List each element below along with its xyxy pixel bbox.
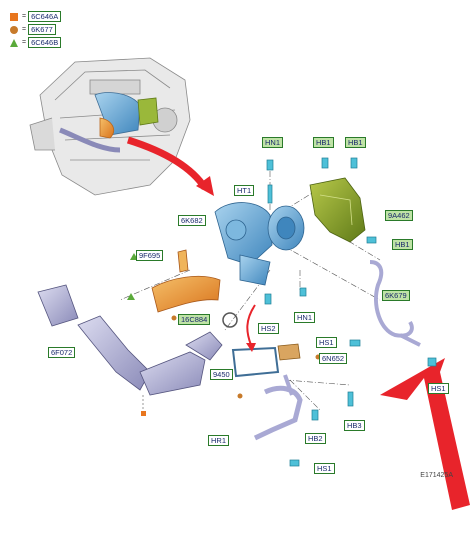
gasket-9450 — [231, 346, 280, 378]
oil-feed-pipe-6k679 — [369, 260, 414, 338]
callout-16c884: 16C884 — [178, 314, 211, 325]
engine-overview — [29, 57, 191, 196]
square-icon — [10, 12, 18, 21]
callout-9f695: 9F695 — [136, 250, 164, 261]
callout-hn1: HN1 — [294, 312, 316, 323]
callout-6f072: 6F072 — [48, 347, 76, 358]
callout-hn1: HN1 — [262, 137, 284, 148]
turbocharger-6k682 — [214, 202, 305, 286]
callout-9450: 9450 — [210, 369, 233, 380]
callout-9a462: 9A462 — [385, 210, 413, 221]
legend-code: 6K677 — [28, 24, 56, 35]
callout-hs1: HS1 — [316, 337, 337, 348]
callout-6n652: 6N652 — [319, 353, 348, 364]
figure-reference: E171425A — [420, 472, 453, 479]
callout-hb1: HB1 — [392, 239, 413, 250]
downpipe-6f072 — [37, 284, 223, 396]
triangle-marker-icon — [127, 293, 135, 300]
legend-row-triangle: = 6C646B — [10, 36, 62, 49]
square-marker-icon — [141, 411, 146, 416]
fasteners — [264, 157, 437, 467]
callout-hb1: HB1 — [313, 137, 334, 148]
red-pointer-arrow — [126, 136, 208, 191]
clamp-16c884 — [222, 312, 238, 328]
small-red-arrow — [246, 304, 256, 346]
callout-6k679: 6K679 — [382, 290, 410, 301]
heat-shield-9a462 — [309, 177, 366, 243]
triangle-icon — [10, 38, 18, 47]
callout-6k682: 6K682 — [178, 215, 206, 226]
red-arrow-head — [196, 176, 214, 196]
callout-hb1: HB1 — [345, 137, 366, 148]
callout-hb3: HB3 — [344, 420, 365, 431]
legend: = 6C646A = 6K677 = 6C646B — [10, 10, 62, 49]
legend-code: 6C646A — [28, 11, 62, 22]
callout-ht1: HT1 — [234, 185, 255, 196]
gasket-6n652 — [277, 343, 301, 361]
legend-row-circle: = 6K677 — [10, 23, 61, 36]
circle-marker-icon — [171, 315, 177, 321]
circle-icon — [10, 25, 18, 34]
oil-return-pipe — [253, 385, 303, 441]
legend-code: 6C646B — [28, 37, 62, 48]
intake-hose-9f695 — [151, 249, 221, 313]
callout-hs2: HS2 — [258, 323, 279, 334]
callout-hr1: HR1 — [208, 435, 230, 446]
callout-hb2: HB2 — [305, 433, 326, 444]
large-red-arrow — [380, 358, 470, 510]
circle-marker-icon — [237, 393, 243, 399]
callout-hs1: HS1 — [314, 463, 335, 474]
legend-row-square: = 6C646A — [10, 10, 62, 23]
callout-hs1: HS1 — [428, 383, 449, 394]
